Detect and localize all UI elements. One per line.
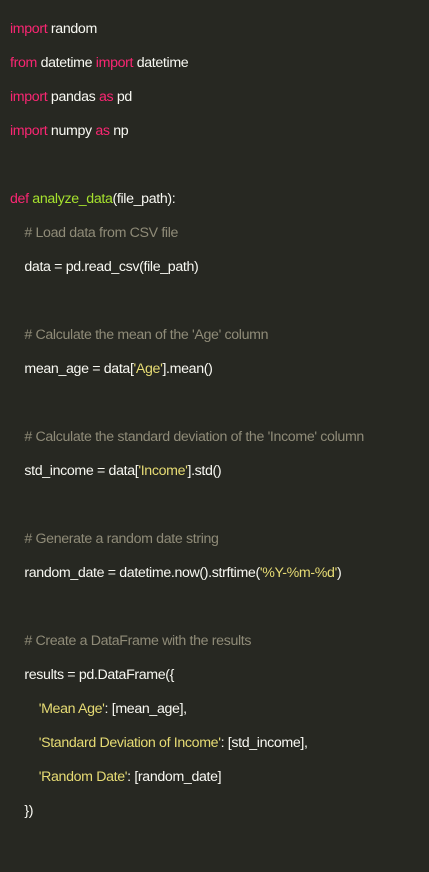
code-line-26: return results	[10, 871, 429, 872]
code-token: pd	[113, 89, 132, 105]
code-line-8: data = pd.read_csv(file_path)	[10, 259, 199, 275]
code-line-2: from datetime import datetime	[10, 55, 429, 72]
code-token: : [std_income],	[220, 735, 308, 751]
code-line-13: # Calculate the standard deviation of th…	[10, 429, 364, 445]
keyword-token: as	[95, 123, 110, 139]
code-token: random_date = datetime.now().strftime(	[10, 565, 260, 581]
code-line-11: mean_age = data['Age'].mean()	[10, 361, 429, 378]
code-token: : [random_date]	[127, 769, 222, 785]
code-line-20: results = pd.DataFrame({	[10, 667, 175, 683]
string-token: 'Standard Deviation of Income'	[38, 735, 221, 751]
code-token: (file_path):	[112, 191, 176, 207]
code-token: datetime	[133, 55, 189, 71]
code-line-23: 'Random Date': [random_date]	[10, 769, 429, 786]
code-line-25	[10, 837, 429, 854]
function-name-token: analyze_data	[32, 191, 113, 207]
keyword-token: as	[98, 89, 114, 105]
code-token: random	[47, 21, 97, 37]
string-token: '%Y-%m-%d'	[259, 565, 337, 581]
code-line-19: # Create a DataFrame with the results	[10, 633, 252, 649]
code-token: ].mean()	[162, 361, 213, 377]
code-line-17: random_date = datetime.now().strftime('%…	[10, 565, 429, 582]
code-line-21: 'Mean Age': [mean_age],	[10, 701, 429, 718]
keyword-token: import	[10, 89, 48, 105]
code-line-6: def analyze_data(file_path):	[10, 191, 429, 208]
code-line-14: std_income = data['Income'].std()	[10, 463, 429, 480]
code-line-9	[10, 293, 429, 310]
code-line-16: # Generate a random date string	[10, 531, 219, 547]
keyword-token: import	[10, 21, 48, 37]
code-line-22: 'Standard Deviation of Income': [std_inc…	[10, 735, 429, 752]
code-token: ].std()	[187, 463, 222, 479]
string-token: 'Mean Age'	[38, 701, 105, 717]
string-token: 'Random Date'	[38, 769, 128, 785]
code-token: )	[336, 565, 342, 581]
keyword-token: import	[10, 123, 48, 139]
code-line-1: import random	[10, 21, 429, 38]
keyword-token: return	[24, 871, 59, 872]
code-line-24: })	[10, 803, 34, 819]
code-token: std_income = data[	[10, 463, 139, 479]
code-token: results	[59, 871, 103, 872]
code-line-7: # Load data from CSV file	[10, 225, 179, 241]
keyword-token: from	[10, 55, 37, 71]
code-line-5	[10, 157, 429, 174]
code-line-12	[10, 395, 429, 412]
code-line-18	[10, 599, 429, 616]
code-line-10: # Calculate the mean of the 'Age' column	[10, 327, 269, 343]
code-line-3: import pandas as pd	[10, 89, 429, 106]
code-token: datetime	[36, 55, 96, 71]
code-token: mean_age = data[	[10, 361, 134, 377]
code-token	[10, 735, 39, 751]
keyword-token: def	[10, 191, 29, 207]
string-token: 'Income'	[138, 463, 188, 479]
code-token	[10, 871, 24, 872]
code-token: np	[109, 123, 129, 139]
string-token: 'Age'	[133, 361, 163, 377]
code-token	[10, 769, 39, 785]
code-token	[10, 701, 39, 717]
code-line-4: import numpy as np	[10, 123, 429, 140]
code-line-15	[10, 497, 429, 514]
code-token: numpy	[47, 123, 96, 139]
keyword-token: import	[95, 55, 134, 71]
code-token: : [mean_age],	[104, 701, 188, 717]
code-token: pandas	[47, 89, 99, 105]
